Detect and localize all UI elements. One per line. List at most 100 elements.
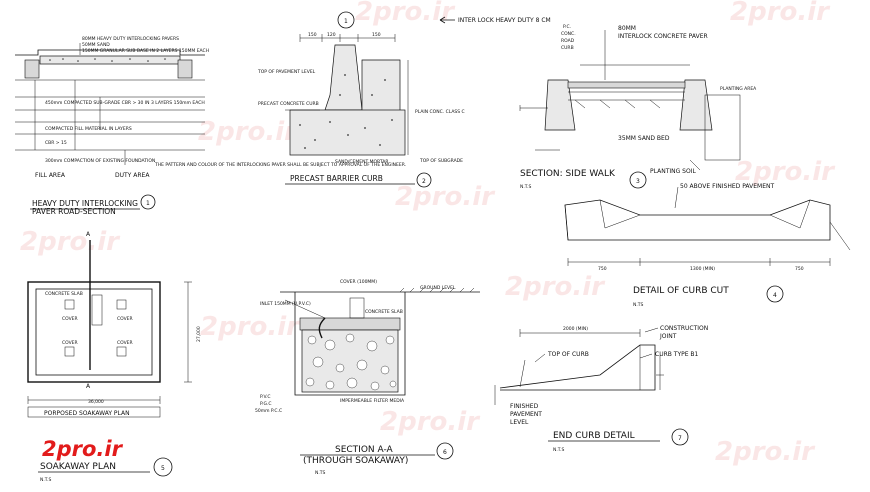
- curb-cut-dim: 1300 (MIN): [690, 266, 715, 272]
- planting-soil-label: PLANTING SOIL: [650, 168, 696, 175]
- detail-number-circle: [337, 11, 355, 29]
- soakaway-plan-label: CONCRETE SLAB: [45, 291, 83, 297]
- pc-curb-label: P.C.: [563, 24, 571, 30]
- curb-cut-dim: 750: [598, 266, 607, 272]
- detail-number-circle: [416, 172, 432, 188]
- section-aa-ground: GROUND LEVEL: [420, 285, 456, 291]
- paver-note: 450mm COMPACTED SUB-GRADE CBR > 30 IN 3 …: [45, 100, 205, 106]
- detail-paver-road-section: 80MM HEAVY DUTY INTERLOCKING PAVERS 50MM…: [15, 36, 406, 216]
- pc-curb-label: ROAD: [561, 38, 575, 44]
- paver-note: 50MM SAND: [82, 42, 110, 48]
- watermark-text: 2pro.ir: [380, 407, 481, 437]
- section-aa-pgc: P.G.C: [260, 401, 272, 407]
- section-mark: A: [86, 383, 91, 390]
- end-curb-joint: JOINT: [659, 333, 677, 340]
- soakaway-height-dim: 27,000: [196, 326, 202, 342]
- watermark-text: 2pro.ir: [198, 117, 299, 147]
- end-curb-nts: N.T.S: [553, 447, 564, 453]
- detail-number: 7: [678, 435, 682, 442]
- watermark-text: 2pro.ir: [730, 0, 831, 27]
- soakaway-plan-label: COVER: [62, 340, 78, 346]
- curb-dim: 120: [327, 32, 336, 38]
- sidewalk-interlock-label: INTER LOCK HEAVY DUTY 8 CM: [458, 17, 551, 24]
- curb-label-top-pavement: TOP OF PAVEMENT LEVEL: [257, 69, 316, 75]
- section-aa-inlet: INLET 150MM (U.P.V.C): [260, 301, 311, 307]
- section-aa-title: SECTION A-A: [335, 445, 394, 455]
- curb-cut-title: DETAIL OF CURB CUT: [633, 286, 729, 296]
- detail-number-circle: [629, 171, 647, 189]
- curb-cut-label: 50 ABOVE FINISHED PAVEMENT: [680, 183, 775, 190]
- sand-bed-label: 35MM SAND BED: [618, 135, 670, 142]
- paver-note: 80MM HEAVY DUTY INTERLOCKING PAVERS: [82, 36, 179, 42]
- watermark-text: 2pro.ir: [715, 437, 816, 467]
- section-aa-nts: N.TS: [315, 470, 326, 476]
- end-curb-title: END CURB DETAIL: [553, 431, 635, 441]
- paver-title-line2: PAVER ROAD-SECTION: [32, 207, 116, 216]
- detail-number-circle: [140, 194, 156, 210]
- detail-number: 5: [161, 465, 165, 472]
- watermark-layer: 2pro.ir 2pro.ir 2pro.ir 2pro.ir 2pro.ir …: [20, 0, 836, 467]
- watermark-text: 2pro.ir: [395, 182, 496, 212]
- detail-number: 3: [636, 178, 640, 185]
- watermark-text: 2pro.ir: [735, 157, 836, 187]
- soakaway-plan-label: COVER: [117, 340, 133, 346]
- end-curb-type-label: CURB TYPE B1: [655, 351, 699, 358]
- curb-cut-dim: 750: [795, 266, 804, 272]
- section-aa-bottom: 50mm P.C.C: [255, 408, 282, 414]
- curb-title: PRECAST BARRIER CURB: [290, 174, 383, 183]
- sidewalk-paver-label-2: INTERLOCK CONCRETE PAVER: [618, 33, 708, 40]
- paver-note: COMPACTED FILL MATERIAL IN LAYERS: [45, 126, 132, 132]
- fill-area-label: FILL AREA: [35, 172, 66, 179]
- section-aa-impermeable: IMPERMEABLE FILTER MEDIA: [340, 398, 405, 404]
- paver-title-line1: HEAVY DUTY INTERLOCKING: [32, 199, 138, 208]
- pc-curb-label: CONC.: [561, 31, 576, 37]
- pc-curb-label: CURB: [561, 45, 574, 51]
- end-curb-level: LEVEL: [510, 419, 529, 426]
- detail-curb-cut: 50 ABOVE FINISHED PAVEMENT 750 1300 (MIN…: [564, 183, 851, 308]
- section-aa-pvc: P.V.C: [260, 394, 271, 400]
- planting-area-label: PLANTING AREA: [720, 86, 757, 92]
- detail-number: 4: [773, 292, 777, 299]
- curb-label-sand-cement: SAND/CEMENT MORTAR: [335, 159, 388, 165]
- section-aa-subtitle: (THROUGH SOAKAWAY): [303, 456, 408, 466]
- curb-label-plain-conc: PLAIN CONC. CLASS C: [415, 109, 465, 115]
- paver-note: THE PATTERN AND COLOUR OF THE INTERLOCKI…: [154, 162, 406, 168]
- soakaway-nts: N.T.S: [40, 477, 51, 483]
- sidewalk-nts: N.T.S: [520, 184, 531, 190]
- watermark-text: 2pro.ir: [505, 272, 606, 302]
- curb-label-precast: PRECAST CONCRETE CURB: [258, 101, 319, 107]
- curb-top-number: 1: [344, 18, 348, 25]
- end-curb-finished: FINISHED: [510, 403, 539, 410]
- soakaway-width-dim: 36,000: [88, 399, 104, 405]
- detail-number-circle: [766, 285, 784, 303]
- curb-dim: 150: [372, 32, 381, 38]
- sidewalk-paver-label: 80MM: [618, 25, 636, 32]
- detail-number-circle: [436, 442, 454, 460]
- end-curb-top-label: TOP OF CURB: [547, 351, 589, 358]
- detail-end-curb: 2000 (MIN) CONSTRUCTION JOINT TOP OF CUR…: [494, 325, 708, 453]
- detail-number: 2: [422, 178, 426, 185]
- section-aa-cover: COVER (100MM): [340, 279, 377, 285]
- detail-precast-barrier-curb: 1 150 120 150 TOP OF PAVEMENT LEVEL PREC…: [257, 11, 465, 188]
- detail-number: 6: [443, 449, 447, 456]
- curb-label-top-subgrade: TOP OF SUBGRADE: [419, 158, 463, 164]
- paver-note: 300mm COMPACTION OF EXISTING FOUNDATION: [45, 158, 155, 164]
- detail-number: 1: [146, 200, 150, 207]
- curb-dim: 150: [308, 32, 317, 38]
- watermark-text: 2pro.ir: [20, 227, 121, 257]
- paver-note: CBR > 15: [45, 140, 67, 146]
- curb-cut-nts: N.TS: [633, 302, 644, 308]
- soakaway-title: SOAKAWAY PLAN: [40, 462, 116, 472]
- soakaway-plan-label: COVER: [117, 316, 133, 322]
- end-curb-construction: CONSTRUCTION: [660, 325, 708, 332]
- duty-area-label: DUTY AREA: [115, 172, 150, 179]
- detail-number-circle: [153, 457, 173, 477]
- soakaway-plan-caption: PORPOSED SOAKAWAY PLAN: [44, 410, 130, 417]
- paver-note: 150MM GRANULAR SUB BASE IN 2 LAYERS 150M…: [82, 48, 209, 54]
- sidewalk-title: SECTION: SIDE WALK: [520, 169, 616, 179]
- watermark-text: 2pro.ir: [200, 312, 301, 342]
- detail-section-aa: COVER (100MM) GROUND LEVEL INLET 150MM (…: [255, 279, 480, 476]
- section-mark: A: [86, 231, 91, 238]
- detail-soakaway-plan: A CONCRETE SLAB COVER COVER COVER COVER …: [27, 231, 202, 483]
